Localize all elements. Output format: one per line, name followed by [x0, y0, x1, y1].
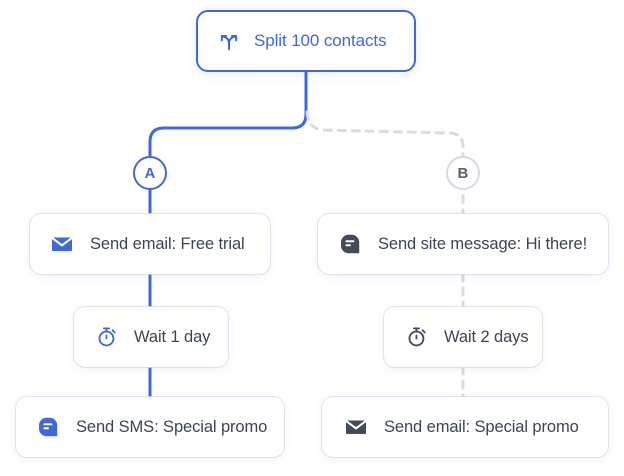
wire-root-to-branch-a [148, 70, 308, 216]
split-branch-icon [218, 30, 240, 52]
node-label: Send email: Special promo [384, 417, 579, 436]
branch-badge-a-label: A [144, 164, 156, 182]
node-label: Send email: Free trial [90, 234, 245, 253]
wire-root-to-branch-b [305, 110, 465, 216]
branch-badge-a[interactable]: A [133, 156, 167, 190]
node-split-contacts[interactable]: Split 100 contacts [196, 10, 416, 72]
node-send-email-free-trial[interactable]: Send email: Free trial [30, 214, 270, 274]
node-label: Send SMS: Special promo [76, 417, 268, 436]
node-label: Wait 2 days [444, 327, 529, 346]
node-label: Wait 1 day [134, 327, 211, 346]
node-send-email-special-promo[interactable]: Send email: Special promo [322, 397, 608, 457]
node-split-label: Split 100 contacts [254, 31, 387, 50]
node-send-site-message[interactable]: Send site message: Hi there! [318, 214, 608, 274]
stopwatch-icon [406, 326, 428, 348]
branch-badge-b-label: B [457, 164, 469, 182]
envelope-icon [344, 415, 368, 439]
node-send-sms-special-promo[interactable]: Send SMS: Special promo [16, 397, 284, 457]
sms-bubble-icon [36, 415, 60, 439]
node-label: Send site message: Hi there! [378, 234, 588, 253]
branch-badge-b[interactable]: B [446, 156, 480, 190]
chat-bubble-icon [338, 232, 362, 256]
stopwatch-icon [96, 326, 118, 348]
node-wait-1-day[interactable]: Wait 1 day [74, 307, 228, 367]
node-wait-2-days[interactable]: Wait 2 days [384, 307, 542, 367]
envelope-icon [50, 232, 74, 256]
